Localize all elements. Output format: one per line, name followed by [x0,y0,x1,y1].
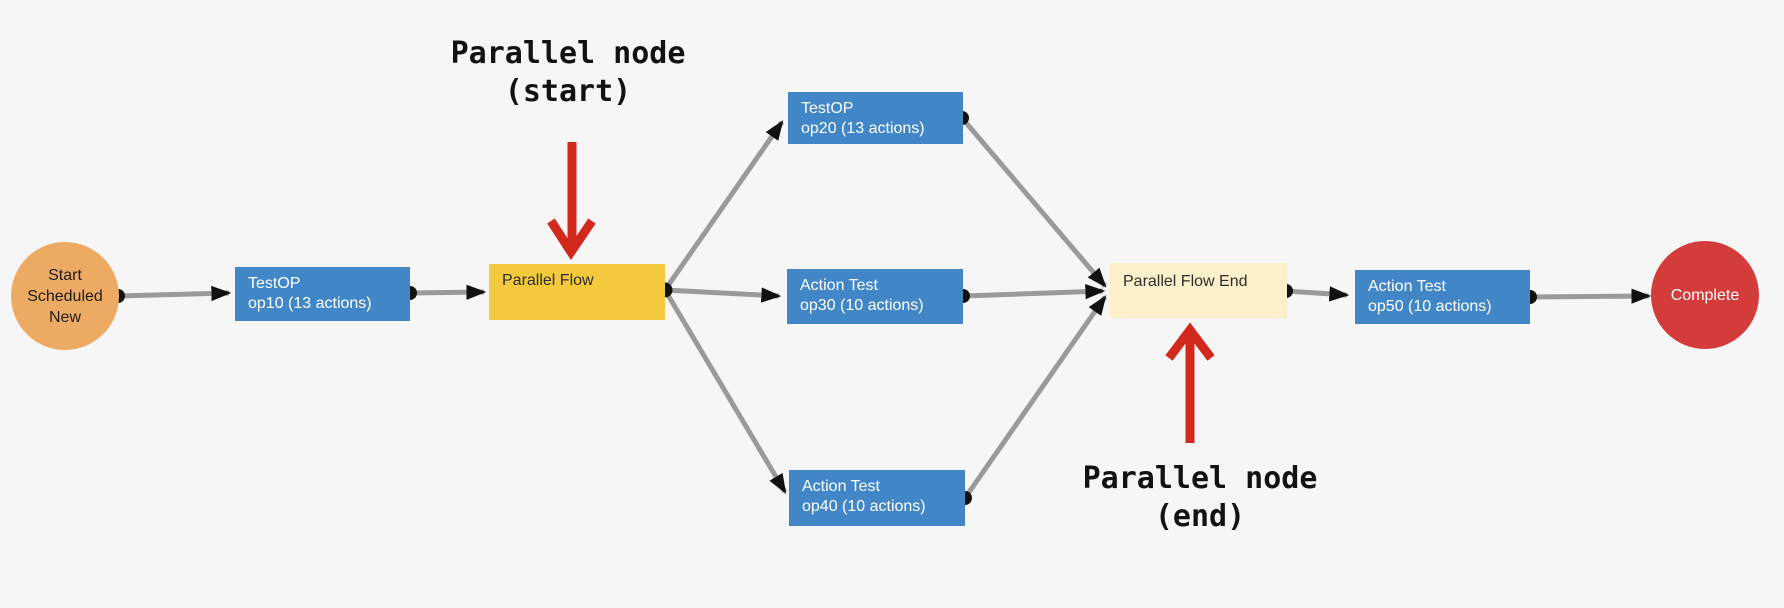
annotation-start-line1: Parallel node [450,36,686,71]
node-op20-title: TestOP [801,100,854,117]
node-start-label-line1: Start [48,266,82,284]
node-op30-title: Action Test [800,277,878,294]
annotation-end-line2: (end) [1154,499,1246,534]
node-op10-title: TestOP [248,275,301,292]
annotation-parallel-node-start: Parallel node (start) [348,35,788,111]
node-parallel-flow-start-title: Parallel Flow [502,272,594,289]
node-op40-title: Action Test [802,478,880,495]
node-op50-title: Action Test [1368,278,1446,295]
annotation-start-line2: (start) [504,74,632,109]
node-op50-subtitle: op50 (10 actions) [1368,298,1492,315]
node-op10-subtitle: op10 (13 actions) [248,295,372,312]
node-complete[interactable]: Complete [1651,241,1759,349]
node-op20-subtitle: op20 (13 actions) [801,120,925,137]
node-start-label-line2: Scheduled [27,287,103,305]
node-complete-label: Complete [1670,286,1740,304]
edge-op30-parallelend [962,283,1106,300]
edge-parallelstart-op20 [662,120,785,292]
annotation-arrow-start-head-icon [547,218,596,261]
node-start[interactable]: Start Scheduled New [11,242,119,350]
node-op40[interactable]: Action Test op40 (10 actions) [789,470,965,526]
node-op30[interactable]: Action Test op30 (10 actions) [787,269,963,324]
node-parallel-flow-start[interactable]: Parallel Flow [489,264,665,320]
node-parallel-flow-end-title: Parallel Flow End [1123,273,1248,290]
node-op30-subtitle: op30 (10 actions) [800,297,924,314]
annotation-parallel-node-end: Parallel node (end) [980,460,1420,536]
annotation-end-line1: Parallel node [1082,461,1318,496]
node-parallel-flow-end[interactable]: Parallel Flow End [1110,263,1287,318]
edge-parallelstart-op30 [664,287,782,303]
node-op10[interactable]: TestOP op10 (13 actions) [235,267,410,321]
node-op40-subtitle: op40 (10 actions) [802,498,926,515]
edge-op50-complete [1529,288,1652,304]
edge-start-op10 [117,285,232,302]
node-op20[interactable]: TestOP op20 (13 actions) [788,92,963,144]
node-op50[interactable]: Action Test op50 (10 actions) [1355,270,1530,324]
edge-op20-parallelend [960,116,1107,288]
edge-parallelstart-op40 [662,288,788,495]
edge-parallelend-op50 [1285,286,1350,302]
annotation-arrow-end-head-icon [1165,322,1215,361]
node-start-label-line3: New [48,308,81,326]
edge-op10-parallelstart [409,284,487,300]
